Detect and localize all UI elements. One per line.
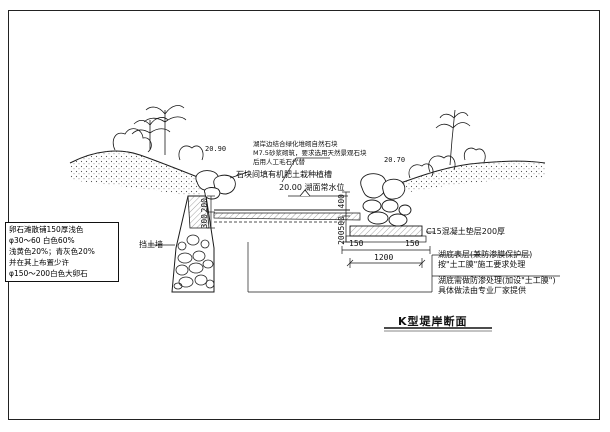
lake-edge-note-1: 湖岸边结合绿化堆砌自然石块 xyxy=(253,140,338,148)
lakebed-surface-note-2: 按"土工膜"施工要求处理 xyxy=(438,260,526,269)
legend-line-3: 浅黄色20%；青灰色20% xyxy=(9,247,95,256)
retaining-wall-label: 挡土墙 xyxy=(139,240,163,249)
wall-rubble-stones xyxy=(173,234,215,290)
right-vegetation xyxy=(408,109,486,179)
elevation-left-top: 20.90 xyxy=(205,145,227,153)
lake-edge-note-3: 后用人工毛石代替 xyxy=(253,158,305,166)
dimension-lines xyxy=(207,191,431,268)
dim-offset-right: 150 xyxy=(405,239,420,248)
pebble-legend-box: 卵石滩散铺150厚浅色 φ30～60 白色60% 浅黄色20%；青灰色20% 并… xyxy=(5,222,119,282)
lakebed-surface-note-1: 湖底表层(兼防渗膜保护层) xyxy=(438,250,533,259)
title-underline xyxy=(384,327,492,332)
dim-wall-300: 300 xyxy=(200,214,209,229)
left-bank-soil xyxy=(70,151,200,195)
right-stone-pile xyxy=(360,173,412,227)
concrete-cushion xyxy=(349,225,423,237)
lake-edge-note-2: M7.5砂浆砌筑，要求选用天然景观石块 xyxy=(253,149,367,157)
dim-wall-200: 200 xyxy=(200,198,209,213)
legend-line-1: 卵石滩散铺150厚浅色 xyxy=(9,225,84,234)
leader-lines xyxy=(148,157,560,293)
sheet-border xyxy=(8,10,600,420)
dim-offset-left: 150 xyxy=(349,239,364,248)
right-bank-soil xyxy=(395,161,545,192)
legend-line-4: 并在其上布置少许 xyxy=(9,258,69,267)
lakebed-layer xyxy=(213,212,361,221)
lakebed-seepage-note-1: 湖底需做防渗处理(加设"土工膜") xyxy=(438,276,556,285)
left-bank-rocks xyxy=(195,170,236,200)
stone-gap-fill-label: 石块间填有机肥土栽种植槽 xyxy=(236,170,332,179)
dim-width-total: 1200 xyxy=(374,253,394,262)
lakebed-seepage-note-2: 具体做法由专业厂家提供 xyxy=(438,286,526,295)
legend-line-5: φ150～200白色大卵石 xyxy=(9,269,88,278)
dim-height-upper: 400 xyxy=(337,194,346,209)
left-shrubs xyxy=(112,105,204,161)
concrete-cushion-label: C15混凝土垫层200厚 xyxy=(426,227,506,236)
dim-height-lower: 200500 xyxy=(337,216,346,245)
water-level-label: 20.00 湖面常水位 xyxy=(279,183,345,192)
elevation-right-top: 20.70 xyxy=(384,156,406,164)
legend-line-2: φ30～60 白色60% xyxy=(9,236,75,245)
water-level-marker xyxy=(288,189,348,197)
section-title: K型堤岸断面 xyxy=(398,315,468,328)
